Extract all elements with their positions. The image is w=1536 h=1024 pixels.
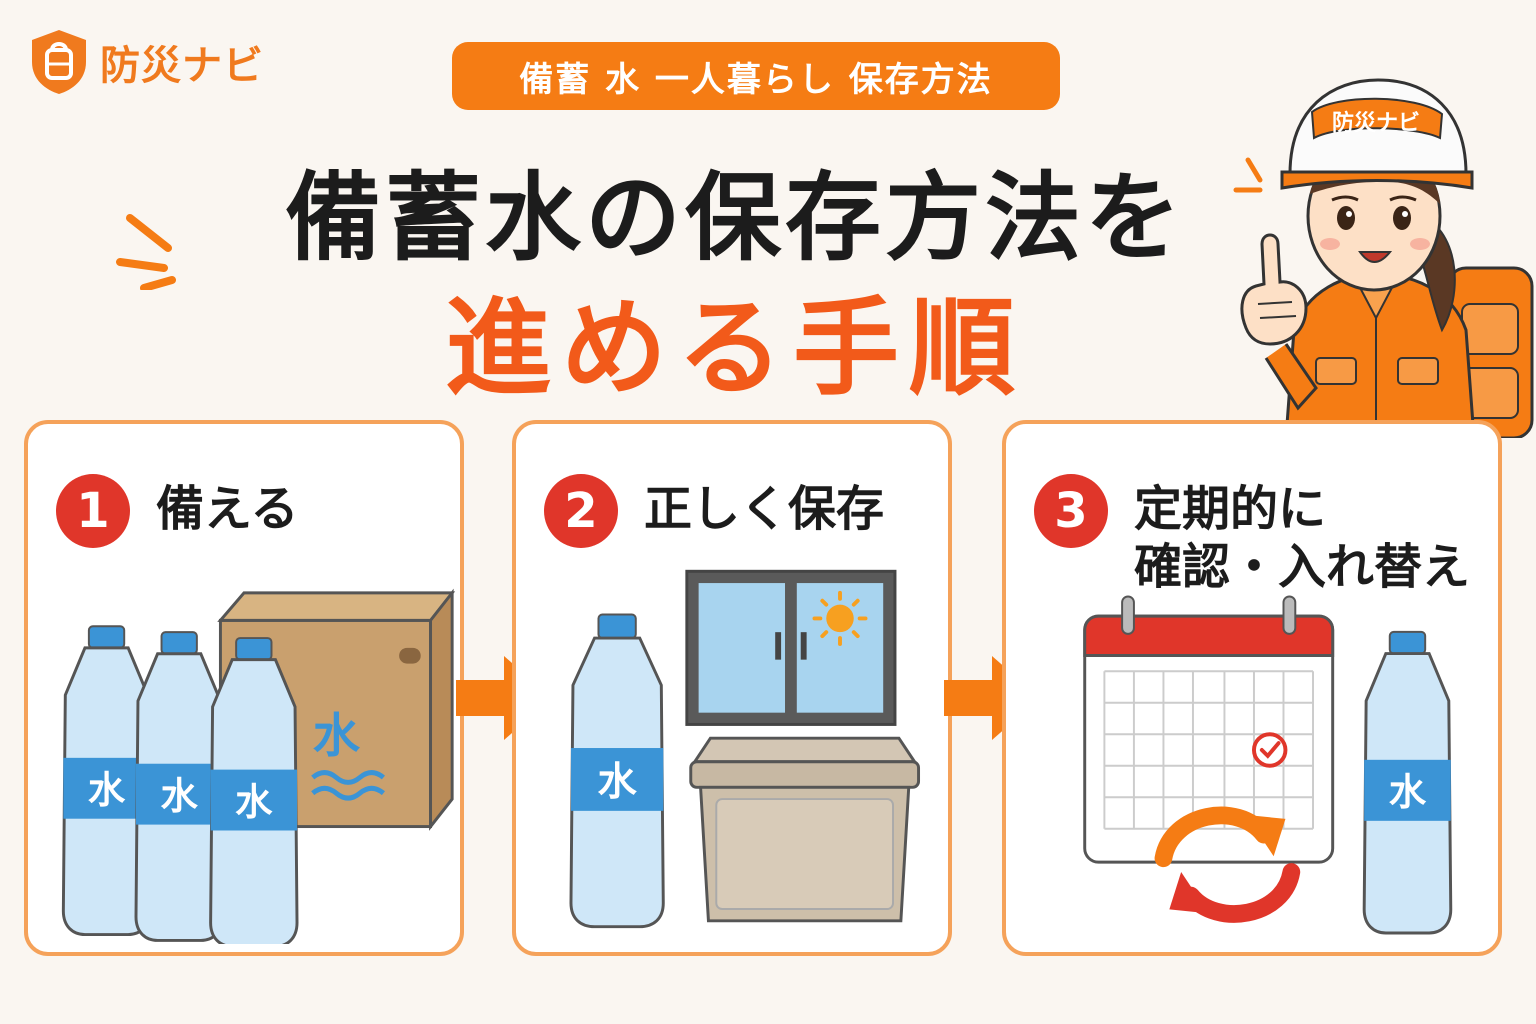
step-label-line: 定期的に [1134,481,1327,537]
page-title-line-2: 進める手順 [445,287,1025,410]
bottle-label: 水 [88,768,126,812]
step-label-line: 確認・入れ替え [1134,539,1471,595]
step-label: 正しく保存 [644,474,884,538]
window-icon [685,569,897,726]
storage-bin-icon [689,736,921,923]
step-label: 定期的に 確認・入れ替え [1134,474,1470,596]
stockpile-water-illustration: 水 水 水 水 [61,588,456,944]
bottle-label: 水 [235,780,273,824]
emphasis-spark-right-icon [1233,157,1263,193]
step-card-2: 2 正しく保存 [512,420,952,956]
refresh-icon [1154,806,1301,923]
bottle-label: 水 [161,774,199,818]
sun-icon [812,590,868,646]
step-number-badge: 3 [1034,474,1108,548]
box-label: 水 [313,709,361,764]
bottle-label: 水 [1389,770,1427,814]
calendar-icon [1083,595,1335,864]
step-label-line: 正しく保存 [644,481,885,537]
mascot-helmet-text: 防災ナビ [1332,111,1420,136]
check-rotate-illustration: 水 [1083,595,1453,935]
step-card-3: 3 定期的に 確認・入れ替え [1002,420,1502,956]
water-bottle-icon: 水 [61,625,152,937]
keyword-pill: 備蓄 水 一人暮らし 保存方法 [452,42,1060,110]
backpack-shield-icon [32,30,86,94]
step-header: 2 正しく保存 [544,474,884,548]
water-bottle-icon: 水 [134,631,224,942]
water-bottle-icon: 水 [1362,630,1453,935]
step-card-1: 1 備える 水 水 水 [24,420,464,956]
page-title-line-1: 備蓄水の保存方法を [285,162,1185,274]
proper-storage-illustration: 水 [569,569,921,929]
mascot-illustration: 防災ナビ [1240,78,1534,438]
step-number-badge: 1 [56,474,130,548]
check-circle-icon [1252,732,1288,768]
step-header: 1 備える [56,474,299,548]
bottle-label: 水 [597,760,637,805]
step-label: 備える [156,474,299,538]
water-bottle-icon: 水 [569,613,665,929]
step-number-badge: 2 [544,474,618,548]
step-header: 3 定期的に 確認・入れ替え [1034,474,1470,596]
brand-logo[interactable]: 防災ナビ [28,28,264,96]
emphasis-spark-icon [116,214,176,290]
step-label-line: 備える [156,481,299,537]
brand-name: 防災ナビ [100,43,264,89]
water-bottle-icon: 水 [209,637,299,944]
